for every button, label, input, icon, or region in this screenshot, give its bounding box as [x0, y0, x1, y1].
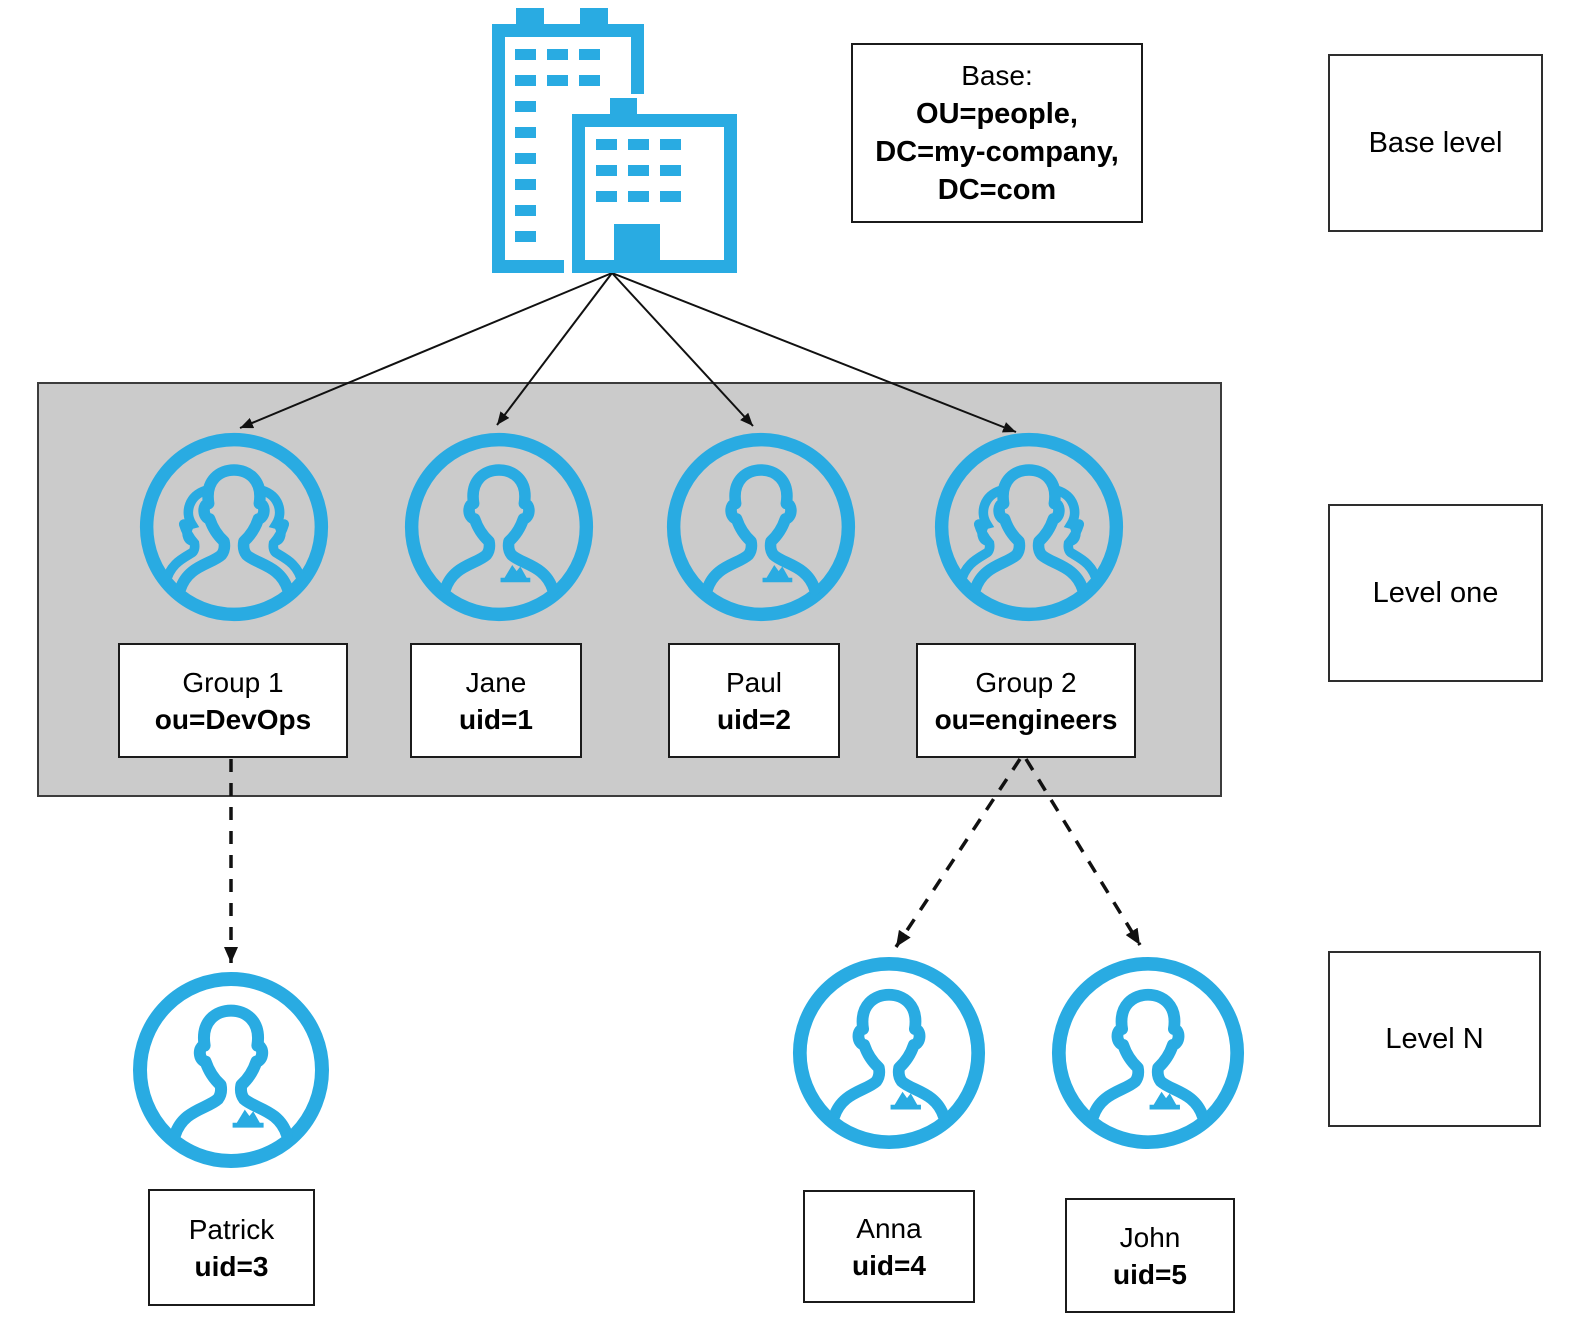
- base-dn-title: Base:: [961, 60, 1033, 91]
- level-one-label: Level one: [1372, 576, 1499, 609]
- arrow-base-to-jane: [496, 272, 613, 426]
- paul-label-box: Paul uid=2: [668, 643, 840, 758]
- node-name: Patrick: [188, 1213, 275, 1245]
- node-attr: uid=5: [1113, 1258, 1187, 1290]
- level-n-label: Level N: [1385, 1022, 1484, 1055]
- level-one-label-box: Level one: [1328, 504, 1543, 682]
- arrow-base-to-paul: [611, 272, 754, 427]
- node-attr: uid=3: [194, 1250, 269, 1282]
- dashed-arrow-group-2-to-anna: [894, 758, 1022, 948]
- arrow-base-to-group-2: [611, 272, 1017, 433]
- level-n-label-box: Level N: [1328, 951, 1541, 1127]
- patrick-label-box: Patrick uid=3: [148, 1189, 315, 1306]
- paul-user-icon: [665, 431, 857, 623]
- group-2-label-box: Group 2 ou=engineers: [916, 643, 1136, 758]
- dashed-arrow-group-2-to-john: [1024, 758, 1142, 946]
- base-level-label-box: Base level: [1328, 54, 1543, 232]
- node-attr: ou=engineers: [934, 703, 1118, 735]
- group-2-icon: [933, 431, 1125, 623]
- group-1-label-box: Group 1 ou=DevOps: [118, 643, 348, 758]
- company-buildings-icon: [488, 8, 737, 273]
- node-attr: uid=2: [717, 703, 791, 735]
- group-1-icon: [138, 431, 330, 623]
- base-dn-line: DC=com: [937, 174, 1057, 206]
- jane-user-icon: [403, 431, 595, 623]
- base-level-label: Base level: [1368, 126, 1503, 159]
- node-name: Anna: [856, 1212, 922, 1244]
- node-attr: uid=4: [852, 1249, 926, 1281]
- node-name: Group 2: [975, 666, 1077, 698]
- node-attr: ou=DevOps: [154, 703, 312, 735]
- john-label-box: John uid=5: [1065, 1198, 1235, 1313]
- node-name: Jane: [465, 666, 527, 698]
- arrow-base-to-group-1: [239, 272, 613, 429]
- base-dn-line: OU=people,: [916, 98, 1078, 130]
- anna-label-box: Anna uid=4: [803, 1190, 975, 1303]
- base-dn-box: Base: OU=people, DC=my-company, DC=com: [851, 43, 1143, 223]
- jane-label-box: Jane uid=1: [410, 643, 582, 758]
- base-dn-line: DC=my-company,: [875, 136, 1119, 168]
- node-name: John: [1119, 1221, 1181, 1253]
- john-user-icon: [1050, 955, 1246, 1151]
- patrick-user-icon: [131, 970, 331, 1170]
- anna-user-icon: [791, 955, 987, 1151]
- node-attr: uid=1: [459, 703, 533, 735]
- node-name: Group 1: [182, 666, 284, 698]
- node-name: Paul: [725, 666, 783, 698]
